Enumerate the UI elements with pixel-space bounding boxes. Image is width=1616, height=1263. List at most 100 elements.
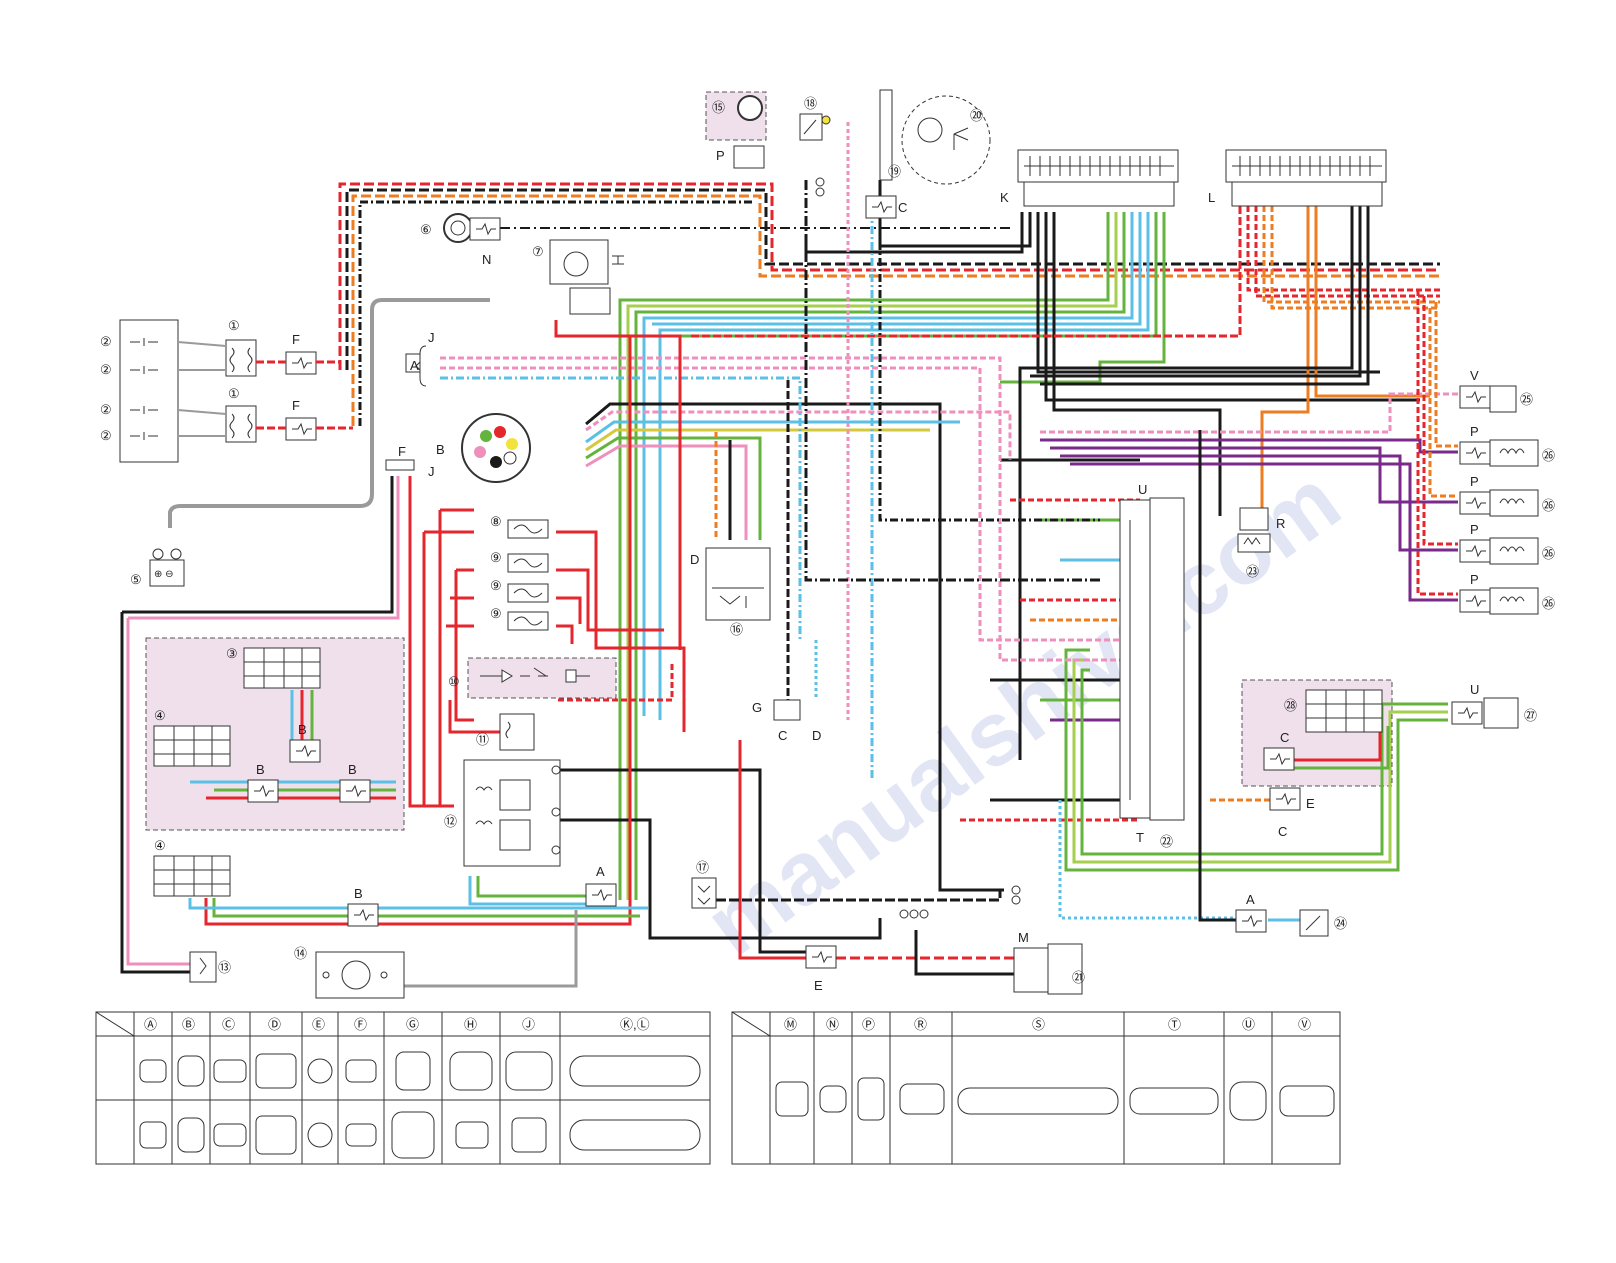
relay-12 (463, 759, 561, 867)
legend-right-col-s: Ⓢ (1032, 1017, 1045, 1032)
wire-k-black4 (1044, 212, 1420, 402)
legend-left-col-f: Ⓕ (354, 1017, 367, 1032)
wire-12-black (560, 768, 806, 954)
injector-26a (1459, 439, 1539, 467)
conn-label-j1: J (428, 330, 435, 345)
wire-mid-black (585, 402, 1004, 892)
wire-19-black (878, 210, 1100, 522)
conn-label-c-g: C (778, 728, 787, 743)
wire-pink-a1 (440, 356, 1120, 662)
plug-bracket (119, 319, 179, 463)
connector-e-bottom (805, 945, 837, 969)
legend-right-col-n: Ⓝ (826, 1017, 839, 1032)
wire-12-blue (468, 876, 586, 906)
wire-j-pink (128, 476, 400, 620)
wire-red-7 (554, 320, 682, 650)
label-9a: ⑨ (490, 550, 502, 565)
legend-right-col-r: Ⓡ (914, 1017, 927, 1032)
wire-fuse-9b (454, 568, 664, 722)
stator-20 (815, 89, 991, 219)
ground-19b (815, 187, 825, 197)
switch-24 (1235, 909, 1329, 937)
main-switch-b (461, 413, 531, 483)
wire-k-black1 (804, 212, 1024, 254)
zone-relay10 (467, 657, 617, 699)
conn-label-p-15: P (716, 148, 725, 163)
legend-left: Ⓐ Ⓑ Ⓒ Ⓓ Ⓔ Ⓕ Ⓖ Ⓗ Ⓙ Ⓚ,Ⓛ (95, 1011, 711, 1165)
starter-7 (549, 239, 624, 315)
wire-b-blue (188, 898, 648, 910)
battery: ⊕ ⊖ (149, 548, 185, 587)
wire-19-ground (804, 180, 1100, 582)
conn-label-g: G (752, 700, 762, 715)
label-3: ③ (226, 646, 238, 661)
switch-18 (799, 113, 831, 141)
coil-winding-a (229, 347, 253, 373)
wire-black-24 (1198, 430, 1236, 922)
conn-label-b-lower: B (354, 886, 363, 901)
wire-k-black5 (1052, 212, 1222, 516)
label-4b: ④ (154, 838, 166, 853)
label-26c: ㉖ (1542, 546, 1555, 561)
conn-label-b-zone2: B (256, 762, 265, 777)
wire-fuse-9a (422, 530, 474, 806)
ignition-assembly (119, 319, 353, 463)
connector-g (773, 699, 801, 721)
wire-harness (120, 122, 1460, 988)
legend-left-col-d: Ⓓ (268, 1017, 281, 1032)
connector-b-zone2 (247, 779, 279, 803)
conn-label-c-right: C (1278, 824, 1287, 839)
wire-k-blue1 (642, 212, 1134, 716)
label-23: ㉓ (1246, 564, 1259, 579)
label-27: ㉗ (1524, 708, 1537, 723)
label-10: ⑩ (448, 674, 460, 689)
label-4a: ④ (154, 708, 166, 723)
conn-label-j-main: J (428, 464, 435, 479)
connector-labels: A J B F J F F N P C K L D G C D B B B B … (256, 148, 1479, 993)
legend-right-col-u: Ⓤ (1242, 1017, 1255, 1032)
component-27 (1451, 697, 1519, 729)
conn-label-v: V (1470, 368, 1479, 383)
label-18: ⑱ (804, 96, 817, 111)
legend-left-col-h: Ⓗ (464, 1017, 477, 1032)
wire-red-11 (448, 700, 500, 734)
wire-purple1 (1040, 438, 1458, 454)
connector-c-19 (865, 195, 897, 219)
connector-f-upper (285, 351, 317, 375)
wire-pink-a2 (440, 366, 1120, 642)
wire-k-green5 (1000, 212, 1166, 384)
ecu-connector-k (1017, 149, 1179, 207)
plug-leads (177, 341, 227, 437)
regulator-16 (705, 547, 771, 621)
wire-mid-green (585, 436, 762, 540)
conn-label-n: N (482, 252, 491, 267)
wire-mid-pink (585, 410, 1012, 460)
wire-j-black (122, 476, 394, 614)
wire-red-r4 (1416, 290, 1458, 596)
conn-label-b-main: B (436, 442, 445, 457)
conn-label-u: U (1470, 682, 1479, 697)
wire-red-10 (556, 664, 674, 702)
svg-text:⊕ ⊖: ⊕ ⊖ (154, 569, 174, 580)
connector-b-zone1 (289, 739, 321, 763)
spark-plug-icons (130, 338, 158, 440)
relay-10 (480, 667, 590, 683)
conn-label-f-upper: F (292, 332, 300, 347)
wire-fuse-9c (450, 596, 582, 624)
wire-13-pink (126, 618, 190, 966)
label-7: ⑦ (532, 244, 544, 259)
connector-a-mid (585, 883, 617, 907)
component-25 (1459, 385, 1517, 413)
conn-label-m: M (1018, 930, 1029, 945)
connector-b-lower (347, 903, 379, 927)
label-9b: ⑨ (490, 578, 502, 593)
conn-label-d-g: D (812, 728, 821, 743)
label-2d: ② (100, 428, 112, 443)
connector-fj (385, 459, 415, 471)
label-21: ㉑ (1072, 970, 1085, 985)
conn-label-b-zone3: B (348, 762, 357, 777)
wire-l-red3 (690, 206, 1242, 338)
wire-orange-top (351, 194, 1440, 426)
conn-label-f-lower: F (292, 398, 300, 413)
ecu-22 (1119, 497, 1185, 821)
